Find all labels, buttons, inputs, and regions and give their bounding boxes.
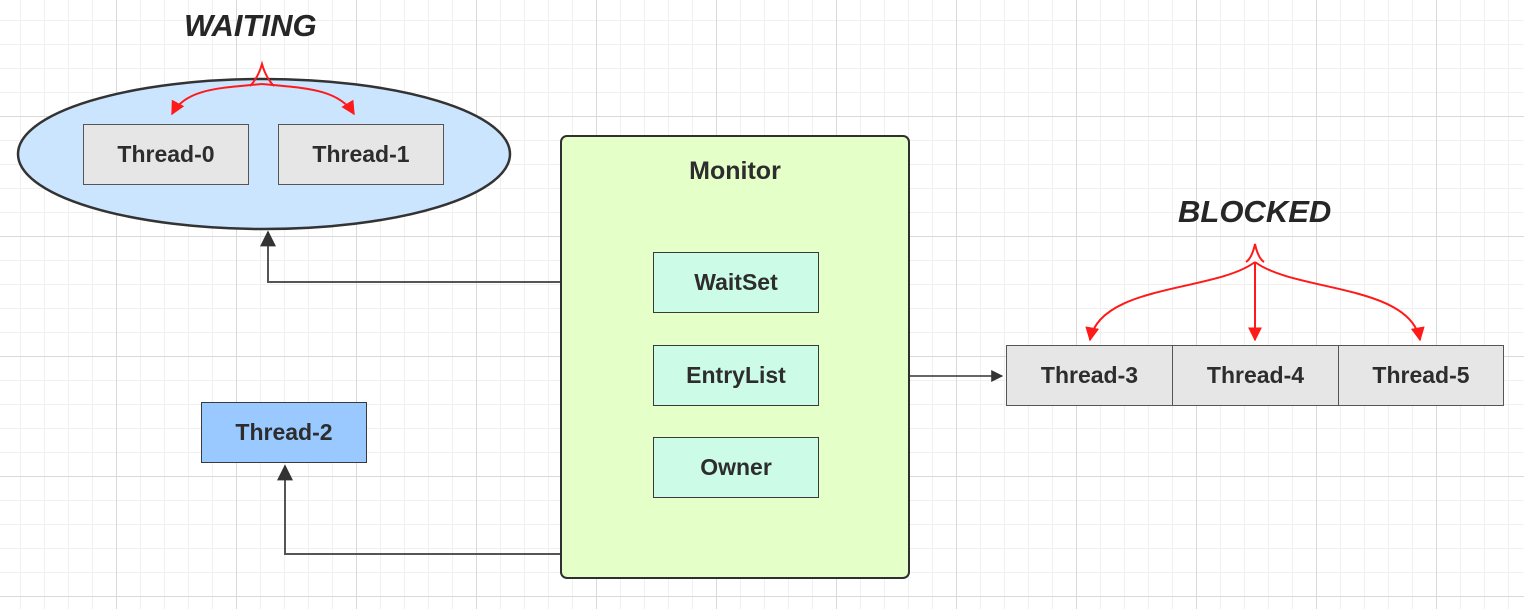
entrylist-slot: EntryList bbox=[653, 345, 819, 406]
waitset-ellipse bbox=[16, 77, 512, 231]
thread-3-box: Thread-3 bbox=[1006, 345, 1173, 406]
monitor-title: Monitor bbox=[689, 157, 781, 185]
waiting-arrow-right bbox=[261, 83, 355, 116]
blocked-fan-arrows bbox=[1085, 243, 1425, 342]
waiting-fan-arrows bbox=[171, 60, 355, 116]
thread-0-box: Thread-0 bbox=[83, 124, 249, 185]
thread-1-box: Thread-1 bbox=[278, 124, 444, 185]
blocked-label: BLOCKED bbox=[1178, 194, 1332, 229]
waiting-brace bbox=[249, 60, 275, 87]
blocked-arrow-left bbox=[1085, 261, 1256, 342]
waitset-slot: WaitSet bbox=[653, 252, 819, 313]
owner-slot: Owner bbox=[653, 437, 819, 498]
thread-5-box: Thread-5 bbox=[1338, 345, 1504, 406]
thread-4-box: Thread-4 bbox=[1172, 345, 1339, 406]
blocked-arrow-right bbox=[1254, 261, 1425, 342]
waitset-to-waiting-arrow bbox=[260, 230, 654, 283]
thread-2-box: Thread-2 bbox=[201, 402, 367, 463]
waiting-arrow-left bbox=[171, 83, 263, 116]
blocked-brace bbox=[1245, 243, 1265, 263]
waiting-label: WAITING bbox=[184, 8, 317, 43]
